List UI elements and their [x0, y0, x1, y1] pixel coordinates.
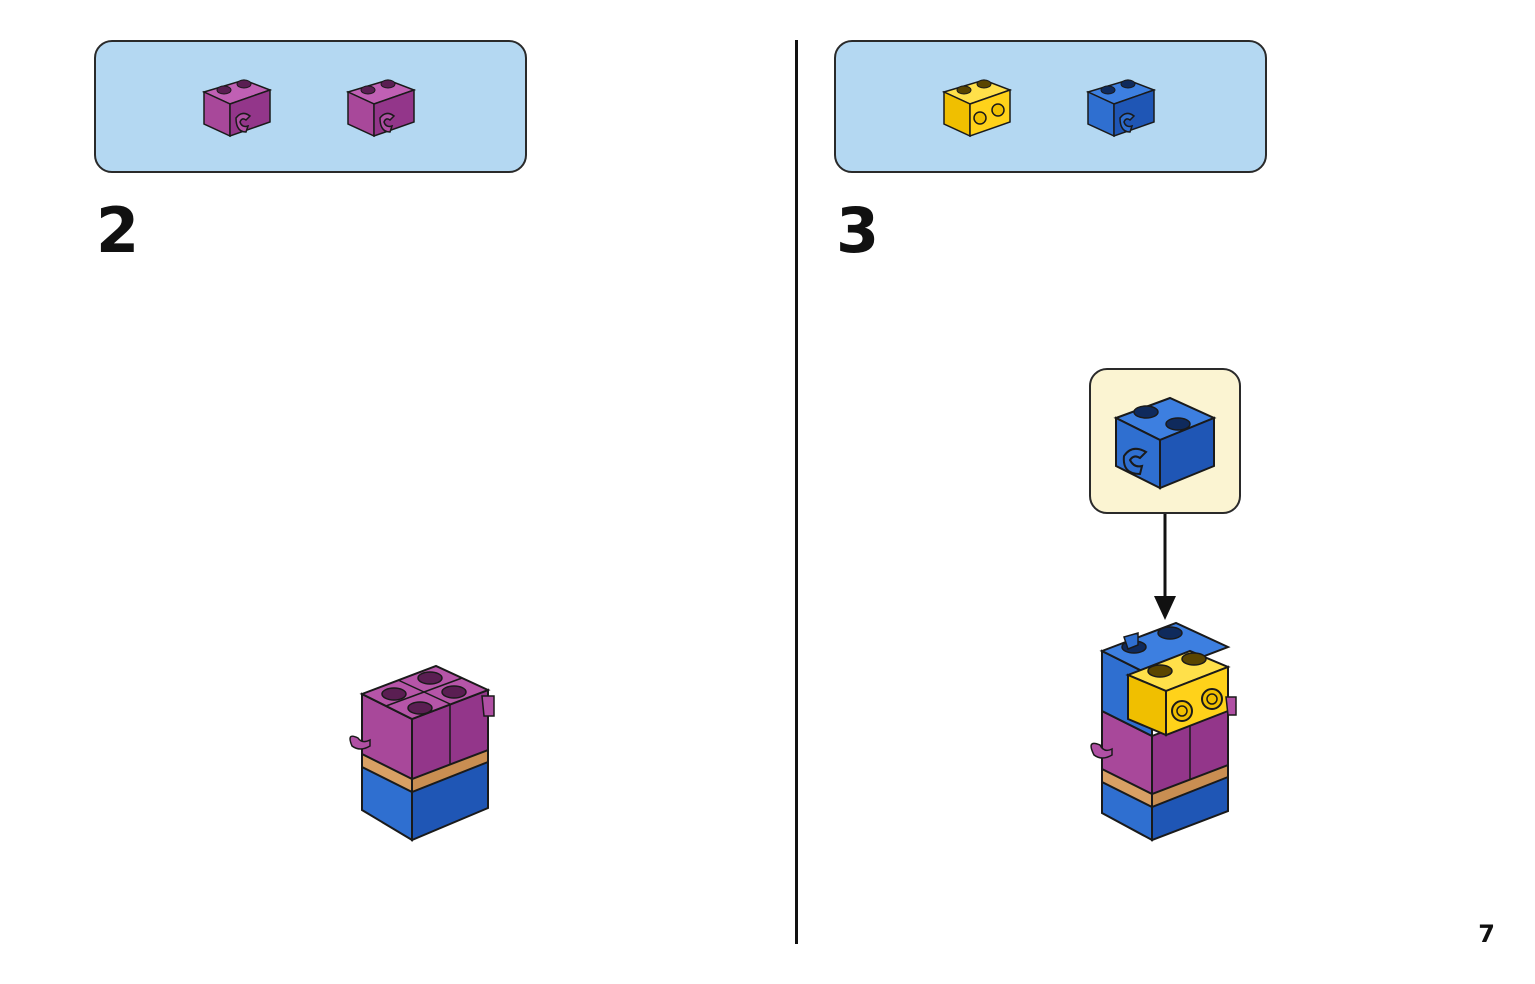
page-number: 7	[1478, 920, 1495, 948]
magenta-clip-brick-icon	[201, 79, 273, 138]
yellow-brick-icon	[941, 79, 1013, 138]
blue-clip-brick-icon	[1085, 79, 1157, 138]
step-3-model-figure	[1090, 621, 1237, 842]
step-3-number: 3	[836, 194, 880, 267]
step-2-parts-box	[94, 40, 527, 173]
blue-clip-brick-callout-icon	[1113, 396, 1217, 490]
down-arrow-icon	[1154, 514, 1176, 620]
step-2-model-figure	[349, 664, 495, 842]
magenta-clip-brick-icon	[345, 79, 417, 138]
step-2-number: 2	[96, 194, 140, 267]
step-3-parts-box	[834, 40, 1267, 173]
page-divider	[795, 40, 798, 944]
